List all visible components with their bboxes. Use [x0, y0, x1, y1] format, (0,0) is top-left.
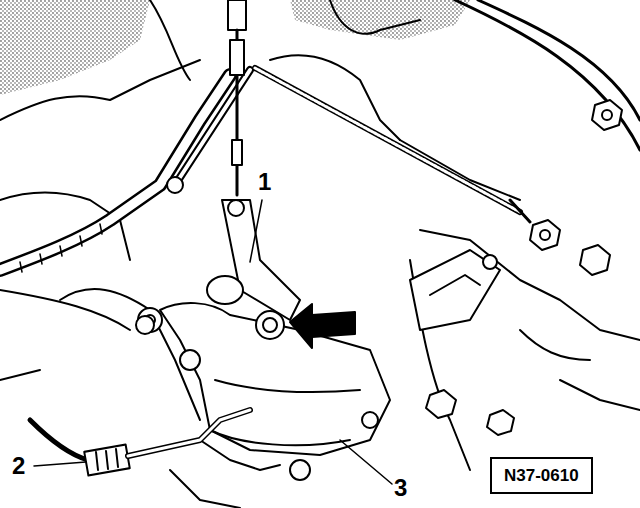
callout-number: 3 — [394, 476, 407, 500]
figure-code-box: N37-0610 — [490, 457, 593, 494]
callout-number: 2 — [12, 454, 25, 478]
callout-number: 1 — [258, 170, 271, 194]
figure-code: N37-0610 — [504, 467, 579, 484]
